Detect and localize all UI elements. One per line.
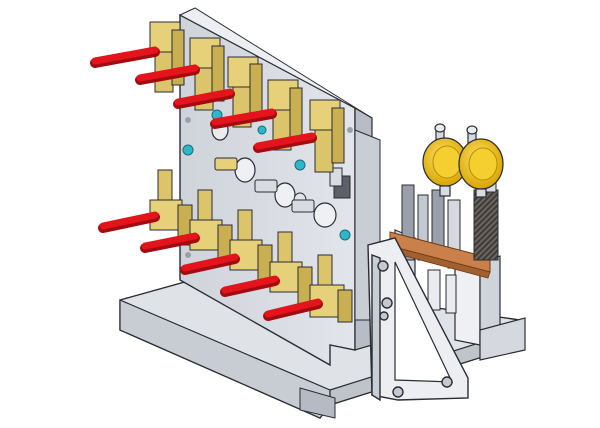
clamp-upper-3 [173,56,263,128]
clamp-lower-3 [180,209,273,286]
dial-indicator-right [458,125,504,198]
clamp-upper-5 [253,99,345,173]
lower-toggle-clamps [98,169,353,323]
clamp-upper-2 [135,37,225,111]
front-triangle-bracket [367,237,469,402]
clamp-upper-4 [210,79,303,151]
upper-toggle-clamps [90,21,345,173]
clamp-lower-5 [263,254,353,323]
clamp-lower-1 [98,169,193,246]
plate-features [182,109,353,258]
dial-indicator-left [422,123,468,197]
